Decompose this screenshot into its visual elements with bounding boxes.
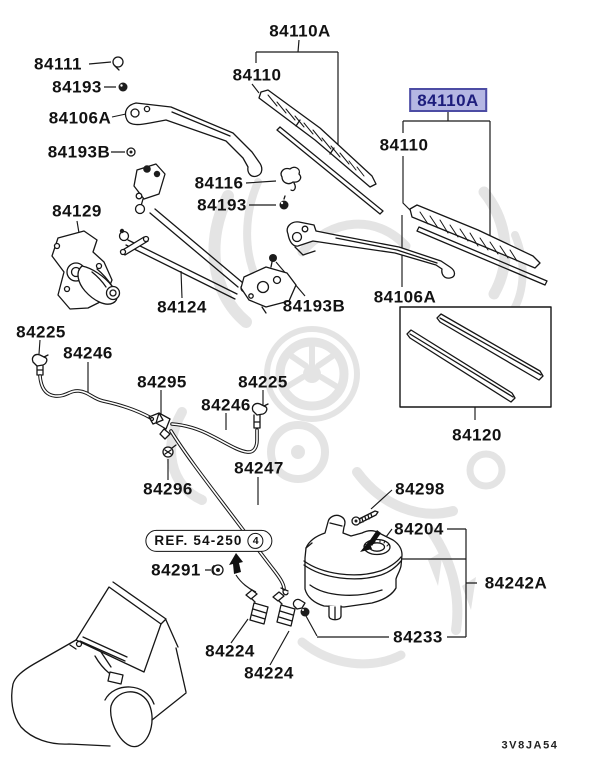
grommet-84291 xyxy=(211,564,224,576)
hose-clip-84296 xyxy=(162,444,177,458)
circled-number-icon: 4 xyxy=(247,533,264,549)
part-label-84110-a[interactable]: 84110 xyxy=(232,65,282,85)
wiper-motor-84129 xyxy=(51,230,150,310)
washer-nozzle-left-84225 xyxy=(31,353,49,376)
part-label-84124[interactable]: 84124 xyxy=(157,297,207,317)
part-label-84120[interactable]: 84120 xyxy=(452,425,502,445)
insert-arrow-up-icon xyxy=(229,553,243,574)
reference-note-text: REF. 54-250 xyxy=(154,532,243,548)
refill-kit-box-84120 xyxy=(399,306,552,408)
part-label-84110a-selected[interactable]: 84110A xyxy=(409,88,487,112)
part-label-84246-b[interactable]: 84246 xyxy=(201,395,251,415)
cap-clip-84116 xyxy=(280,166,302,192)
wiper-arm-2 xyxy=(286,221,456,279)
part-label-84224-b[interactable]: 84224 xyxy=(244,663,294,683)
bracket-lines xyxy=(255,39,491,638)
part-label-84129[interactable]: 84129 xyxy=(52,201,102,221)
part-label-84204[interactable]: 84204 xyxy=(394,519,444,539)
nut-84193-b xyxy=(279,195,289,210)
part-label-84116[interactable]: 84116 xyxy=(194,173,244,193)
part-label-84110-b[interactable]: 84110 xyxy=(379,135,429,155)
wiper-linkage xyxy=(118,163,297,314)
part-label-84233[interactable]: 84233 xyxy=(393,627,443,647)
part-label-84193b-b[interactable]: 84193B xyxy=(282,296,346,316)
part-label-84111[interactable]: 84111 xyxy=(34,54,82,74)
joint-valve-84233 xyxy=(292,598,310,617)
washer-nozzle-84224-b xyxy=(272,591,296,627)
wiper-arm-1 xyxy=(124,102,263,178)
reference-note-box[interactable]: REF. 54-250 4 xyxy=(145,529,273,553)
part-label-84110a-a[interactable]: 84110A xyxy=(269,21,331,41)
part-label-84298[interactable]: 84298 xyxy=(395,479,445,499)
washer-tank-84242a xyxy=(303,510,403,621)
washer-nozzle-right-84225 xyxy=(251,402,269,429)
wiper-blade-1 xyxy=(258,89,384,215)
part-label-84296[interactable]: 84296 xyxy=(143,479,193,499)
part-label-84225-b[interactable]: 84225 xyxy=(238,372,288,392)
part-label-84291[interactable]: 84291 xyxy=(151,560,201,580)
nut-84193b-a xyxy=(126,147,136,157)
part-label-84193-a[interactable]: 84193 xyxy=(52,77,102,97)
part-label-84225-a[interactable]: 84225 xyxy=(16,322,66,342)
parts-artwork xyxy=(11,56,552,748)
drawing-code: 3V8JA54 xyxy=(501,739,559,752)
car-sketch xyxy=(11,581,187,748)
part-label-84193-b[interactable]: 84193 xyxy=(197,195,247,215)
part-label-84224-a[interactable]: 84224 xyxy=(205,641,255,661)
nut-84193-a xyxy=(118,82,128,92)
insert-arrow-down-left-icon xyxy=(360,530,381,552)
part-label-84242a[interactable]: 84242A xyxy=(484,573,548,593)
hose-joint-84295 xyxy=(148,412,171,440)
hose-84246-a xyxy=(38,374,153,420)
pump-screw-84298 xyxy=(351,510,379,526)
part-label-84106a-a[interactable]: 84106A xyxy=(48,108,112,128)
wiper-blade-2 xyxy=(409,204,548,286)
part-label-84106a-b[interactable]: 84106A xyxy=(373,287,437,307)
part-label-84295[interactable]: 84295 xyxy=(137,372,187,392)
part-label-84247[interactable]: 84247 xyxy=(234,458,284,478)
washer-nozzle-84224-a xyxy=(245,589,269,625)
part-label-84246-a[interactable]: 84246 xyxy=(63,343,113,363)
pivot-cap-84111 xyxy=(112,56,124,71)
part-label-84193b-a[interactable]: 84193B xyxy=(47,142,111,162)
